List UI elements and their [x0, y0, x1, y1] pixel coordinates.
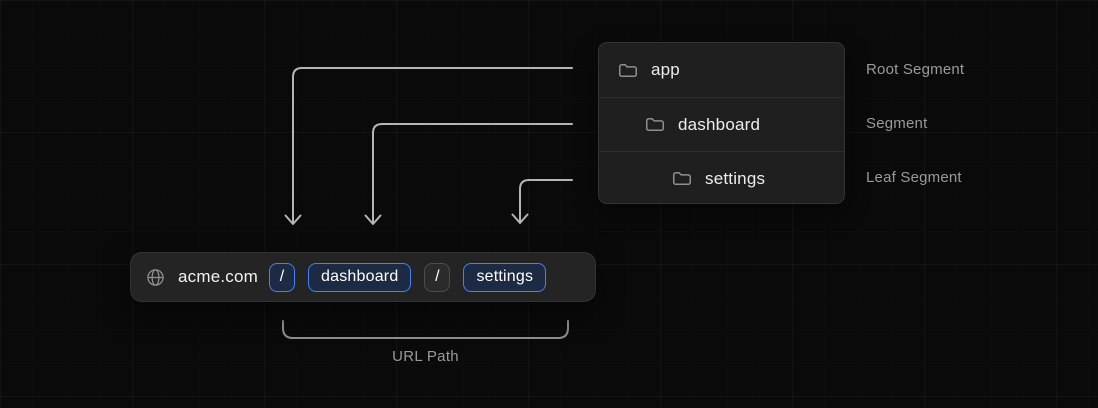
- url-segment-dashboard: dashboard: [308, 262, 412, 292]
- arrow-app-head: [284, 214, 302, 225]
- url-segment-slash-2: /: [424, 262, 451, 292]
- folder-name: dashboard: [678, 114, 761, 134]
- arrow-dashboard-to-chip: [372, 123, 573, 224]
- folder-icon: [619, 63, 637, 77]
- url-path-bracket: [282, 320, 569, 339]
- url-path-caption: URL Path: [392, 348, 459, 365]
- annotation-segment: Segment: [866, 114, 928, 132]
- folder-row-dashboard: dashboard: [599, 97, 844, 151]
- arrow-dashboard-head: [364, 214, 382, 225]
- folder-row-app: app: [599, 43, 844, 97]
- folder-name: app: [651, 60, 680, 79]
- url-domain: acme.com: [178, 267, 259, 286]
- folder-row-settings: settings: [599, 151, 844, 203]
- url-bar: acme.com / dashboard / settings: [130, 252, 596, 302]
- url-segment-slash-1: /: [269, 262, 296, 292]
- segment-annotations: Root Segment Segment Leaf Segment: [866, 42, 1086, 204]
- arrow-settings-to-chip: [519, 179, 573, 223]
- annotation-leaf-segment: Leaf Segment: [866, 168, 962, 186]
- folder-icon: [646, 118, 664, 131]
- annotation-root-segment: Root Segment: [866, 60, 965, 78]
- folder-hierarchy-panel: app dashboard settings: [598, 42, 845, 204]
- folder-name: settings: [705, 168, 766, 188]
- folder-icon: [673, 172, 691, 185]
- arrow-app-to-slash: [292, 67, 573, 224]
- globe-icon: [147, 268, 164, 286]
- arrow-settings-head: [511, 213, 529, 224]
- url-segment-settings: settings: [463, 262, 547, 292]
